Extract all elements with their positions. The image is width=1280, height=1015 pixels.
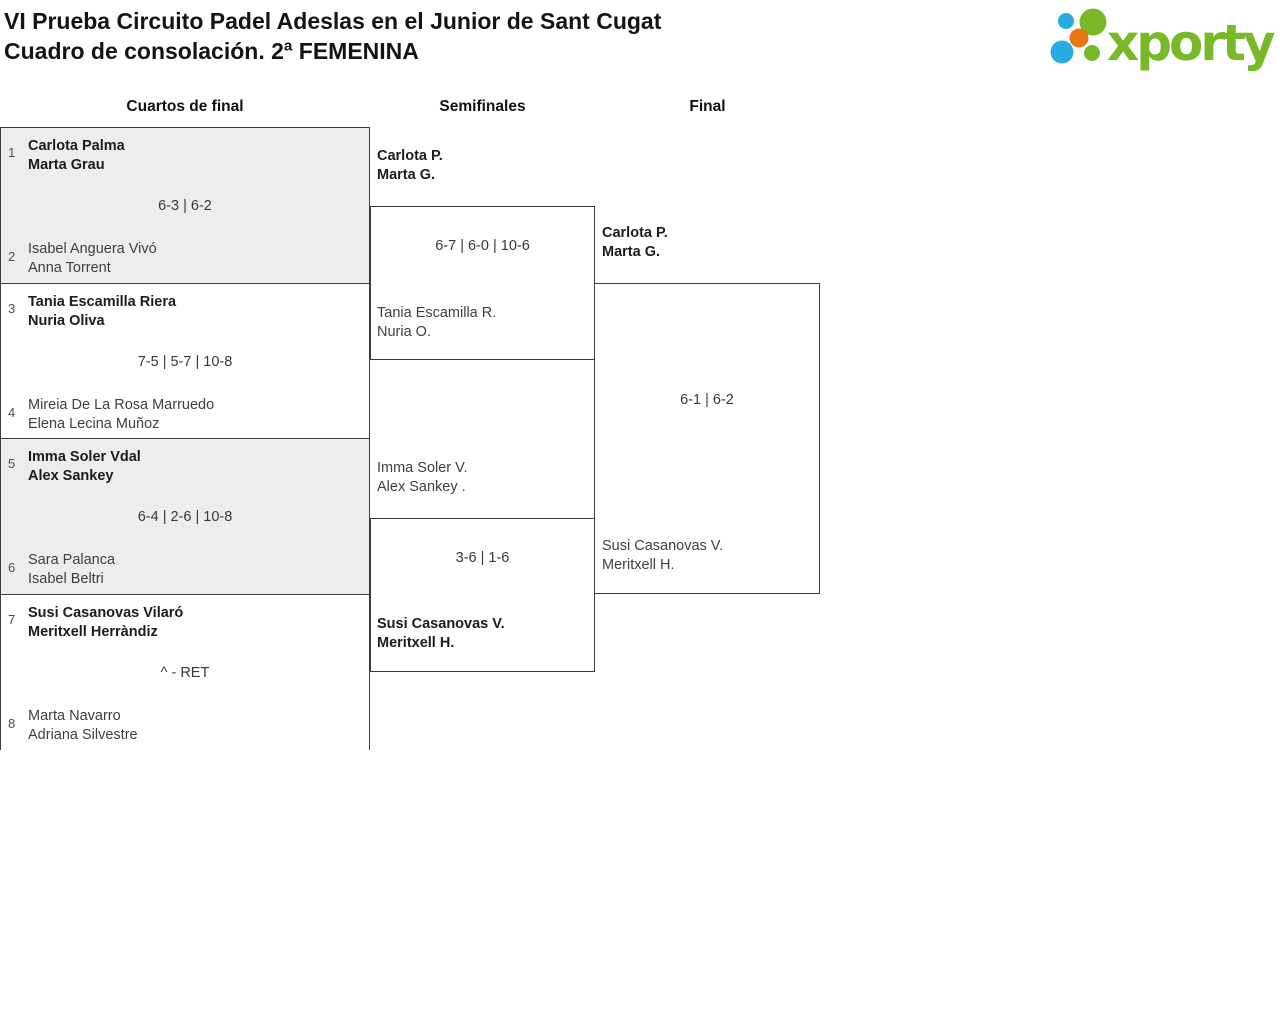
team-pair: Carlota Palma Marta Grau	[28, 137, 125, 174]
player-name: Anna Torrent	[28, 259, 111, 276]
team-pair: Susi Casanovas Vilaró Meritxell Herràndi…	[28, 604, 183, 641]
team-pair: Isabel Anguera Vivó Anna Torrent	[28, 240, 157, 277]
team-pair: Marta Navarro Adriana Silvestre	[28, 707, 138, 744]
match-score: 6-7 | 6-0 | 10-6	[435, 238, 530, 254]
team-pair: Mireia De La Rosa Marruedo Elena Lecina …	[28, 396, 214, 433]
column-header-quarterfinals: Cuartos de final	[126, 98, 244, 115]
player-name: Mireia De La Rosa Marruedo	[28, 397, 215, 413]
quarterfinals-column: 1 Carlota Palma Marta Grau 6-3 | 6-2 2 I…	[0, 127, 370, 750]
sf1-team-top: Carlota P. Marta G.	[377, 147, 443, 184]
xporty-logo-icon: xporty	[1050, 8, 1278, 72]
seed-number: 7	[8, 612, 16, 627]
match-score: ^ - RET	[160, 665, 210, 681]
qf-match-2: 3 Tania Escamilla Riera Nuria Oliva 7-5 …	[1, 284, 369, 439]
player-name: Meritxell Herràndiz	[28, 623, 158, 640]
sf2-team-bottom: Susi Casanovas V. Meritxell H.	[377, 615, 505, 652]
seed-number: 4	[8, 405, 16, 420]
match-score: 6-3 | 6-2	[158, 198, 212, 214]
player-name: Alex Sankey	[28, 467, 114, 484]
sf1-team-bottom: Tania Escamilla R. Nuria O.	[377, 304, 496, 341]
player-name: Nuria Oliva	[28, 312, 105, 329]
xporty-logo: xporty	[1048, 0, 1280, 83]
column-header-semifinals: Semifinales	[439, 98, 526, 115]
qf-match-1: 1 Carlota Palma Marta Grau 6-3 | 6-2 2 I…	[1, 128, 369, 284]
final-team-bottom: Susi Casanovas V. Meritxell H.	[602, 537, 723, 574]
seed-number: 5	[8, 456, 16, 471]
player-name: Marta G.	[602, 243, 661, 260]
seed-number: 6	[8, 560, 16, 575]
match-score: 3-6 | 1-6	[455, 550, 510, 566]
player-name: Marta Grau	[28, 156, 105, 173]
player-name: Carlota Palma	[28, 138, 125, 154]
xporty-wordmark: xporty	[1107, 14, 1275, 72]
page-title: VI Prueba Circuito Padel Adeslas en el J…	[4, 6, 661, 66]
player-name: Susi Casanovas Vilaró	[28, 605, 184, 621]
player-name: Carlota P.	[602, 225, 668, 241]
match-score: 6-4 | 2-6 | 10-8	[137, 509, 233, 525]
player-name: Isabel Beltri	[28, 570, 104, 587]
seed-number: 3	[8, 301, 16, 316]
player-name: Susi Casanovas V.	[602, 538, 724, 554]
final-team-top: Carlota P. Marta G.	[602, 224, 668, 261]
team-pair: Tania Escamilla Riera Nuria Oliva	[28, 293, 176, 330]
column-header-final: Final	[689, 98, 726, 115]
player-name: Elena Lecina Muñoz	[28, 415, 160, 432]
player-name: Imma Soler V.	[377, 460, 468, 476]
sf-match-2: 3-6 | 1-6	[370, 518, 595, 672]
player-name: Marta Navarro	[28, 708, 121, 724]
player-name: Imma Soler Vdal	[28, 449, 141, 465]
player-name: Adriana Silvestre	[28, 726, 138, 743]
player-name: Meritxell H.	[602, 556, 675, 573]
sf2-team-top: Imma Soler V. Alex Sankey .	[377, 459, 468, 496]
player-name: Susi Casanovas V.	[377, 616, 505, 632]
player-name: Meritxell H.	[377, 634, 455, 651]
team-pair: Sara Palanca Isabel Beltri	[28, 551, 115, 588]
seed-number: 1	[8, 145, 16, 160]
player-name: Carlota P.	[377, 148, 443, 164]
final-match: 6-1 | 6-2	[594, 283, 820, 594]
tournament-name: VI Prueba Circuito Padel Adeslas en el J…	[4, 8, 662, 34]
player-name: Sara Palanca	[28, 552, 116, 568]
match-score: 6-1 | 6-2	[680, 392, 734, 408]
team-pair: Imma Soler Vdal Alex Sankey	[28, 448, 141, 485]
player-name: Tania Escamilla Riera	[28, 294, 177, 310]
bracket-subtitle: Cuadro de consolación. 2ª FEMENINA	[4, 38, 419, 64]
player-name: Alex Sankey .	[377, 478, 466, 495]
player-name: Tania Escamilla R.	[377, 305, 497, 321]
qf-match-4: 7 Susi Casanovas Vilaró Meritxell Herràn…	[1, 595, 369, 750]
match-score: 7-5 | 5-7 | 10-8	[137, 354, 233, 370]
player-name: Isabel Anguera Vivó	[28, 241, 157, 257]
seed-number: 2	[8, 249, 16, 264]
player-name: Marta G.	[377, 166, 436, 183]
player-name: Nuria O.	[377, 323, 431, 340]
qf-match-3: 5 Imma Soler Vdal Alex Sankey 6-4 | 2-6 …	[1, 439, 369, 595]
seed-number: 8	[8, 716, 16, 731]
